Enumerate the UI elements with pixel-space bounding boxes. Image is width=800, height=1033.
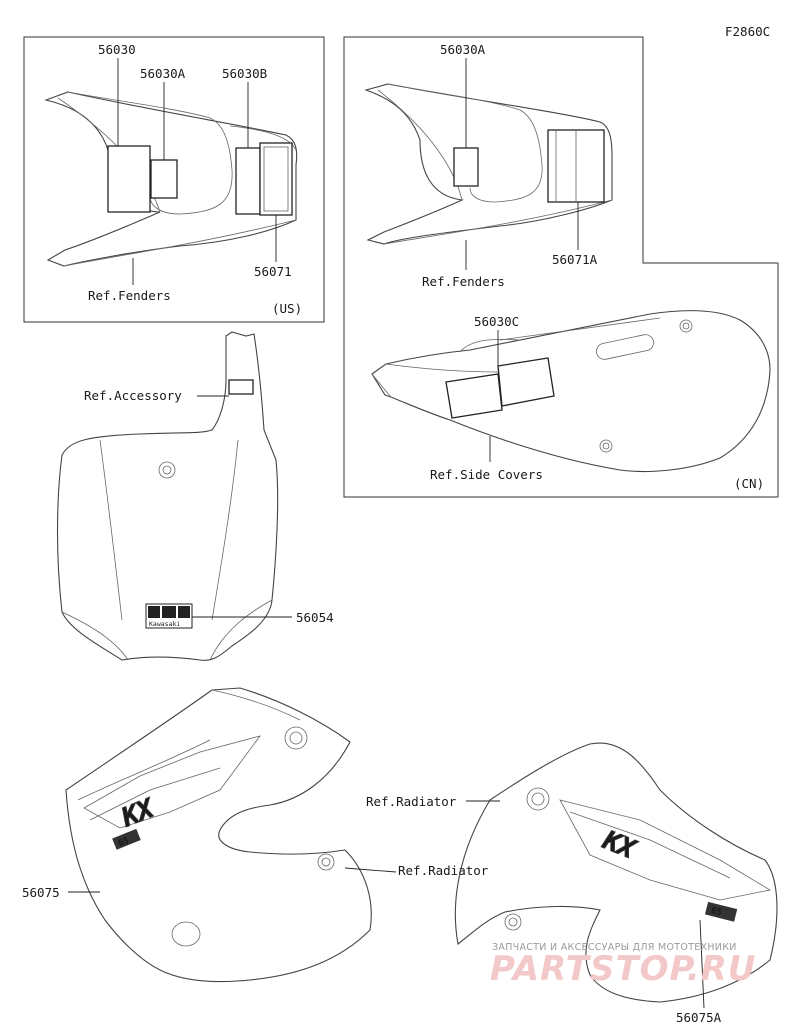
- label-56075a: 56075A: [676, 1010, 722, 1025]
- label-us-56030b: 56030B: [222, 66, 267, 81]
- label-cn-region: (CN): [734, 476, 764, 491]
- us-box-frame: [23, 36, 325, 323]
- kawasaki-logo: Kawasaki: [145, 603, 193, 629]
- label-accessory-ref: Ref.Accessory: [84, 388, 182, 403]
- label-us-56030: 56030: [98, 42, 136, 57]
- cn-side-cover-drawing: [371, 310, 771, 473]
- figure-code: F2860C: [725, 24, 770, 39]
- leader-56075a: [699, 919, 705, 1009]
- label-radiator-left: Ref.Radiator: [398, 863, 489, 878]
- cn-decal-56030a: [453, 147, 479, 187]
- label-cn-56030a: 56030A: [440, 42, 486, 57]
- right-shroud-badge: 65: [710, 906, 723, 918]
- label-us-56071: 56071: [254, 264, 292, 279]
- front-number-plate: Kawasaki Ref.Accessory 56054: [56, 331, 334, 661]
- left-radiator-shroud: KX 65 56075 Ref.Radiator: [22, 687, 489, 983]
- left-shroud-graphic: [83, 735, 262, 829]
- cn-box-frame: [343, 36, 779, 498]
- label-56054: 56054: [296, 610, 334, 625]
- us-decal-56030a: [150, 159, 178, 199]
- label-cn-56030c: 56030C: [474, 314, 519, 329]
- cn-box: 56030A 56071A Ref.Fenders 56030C Ref.Sid…: [343, 36, 779, 498]
- label-56075: 56075: [22, 885, 60, 900]
- left-shroud-badge: 65: [117, 836, 131, 849]
- label-us-region: (US): [272, 301, 302, 316]
- right-shroud-graphic: [559, 799, 772, 901]
- label-cn-side-covers-ref: Ref.Side Covers: [430, 467, 543, 482]
- us-fender-box: 56030 56030A 56030B 56071 Ref.Fenders (U…: [23, 36, 325, 323]
- leader-radiator-left: [344, 867, 397, 873]
- label-radiator-right: Ref.Radiator: [366, 794, 457, 809]
- us-decal-56030b: [235, 147, 261, 215]
- label-cn-56071a: 56071A: [552, 252, 598, 267]
- cn-decal-56030c-right: [497, 357, 555, 407]
- label-us-fenders-ref: Ref.Fenders: [88, 288, 171, 303]
- watermark-tagline: ЗАПЧАСТИ И АКСЕССУАРЫ ДЛЯ МОТОТЕХНИКИ: [492, 942, 737, 953]
- watermark-brand: PARTSTOP.RU: [490, 949, 756, 989]
- cn-decal-56030c-left: [445, 373, 503, 419]
- left-shroud-kx-text: KX: [117, 793, 160, 834]
- watermark: ЗАПЧАСТИ И АКСЕССУАРЫ ДЛЯ МОТОТЕХНИКИ PA…: [490, 942, 756, 989]
- us-decal-56071-inner: [263, 146, 289, 212]
- kawasaki-logo-text: Kawasaki: [149, 620, 180, 628]
- label-us-56030a: 56030A: [140, 66, 186, 81]
- right-shroud-kx-text: KX: [598, 825, 641, 866]
- us-decal-56030: [107, 145, 151, 213]
- accessory-decal: [228, 379, 254, 395]
- label-cn-fenders-ref: Ref.Fenders: [422, 274, 505, 289]
- us-decal-56071: [259, 142, 293, 216]
